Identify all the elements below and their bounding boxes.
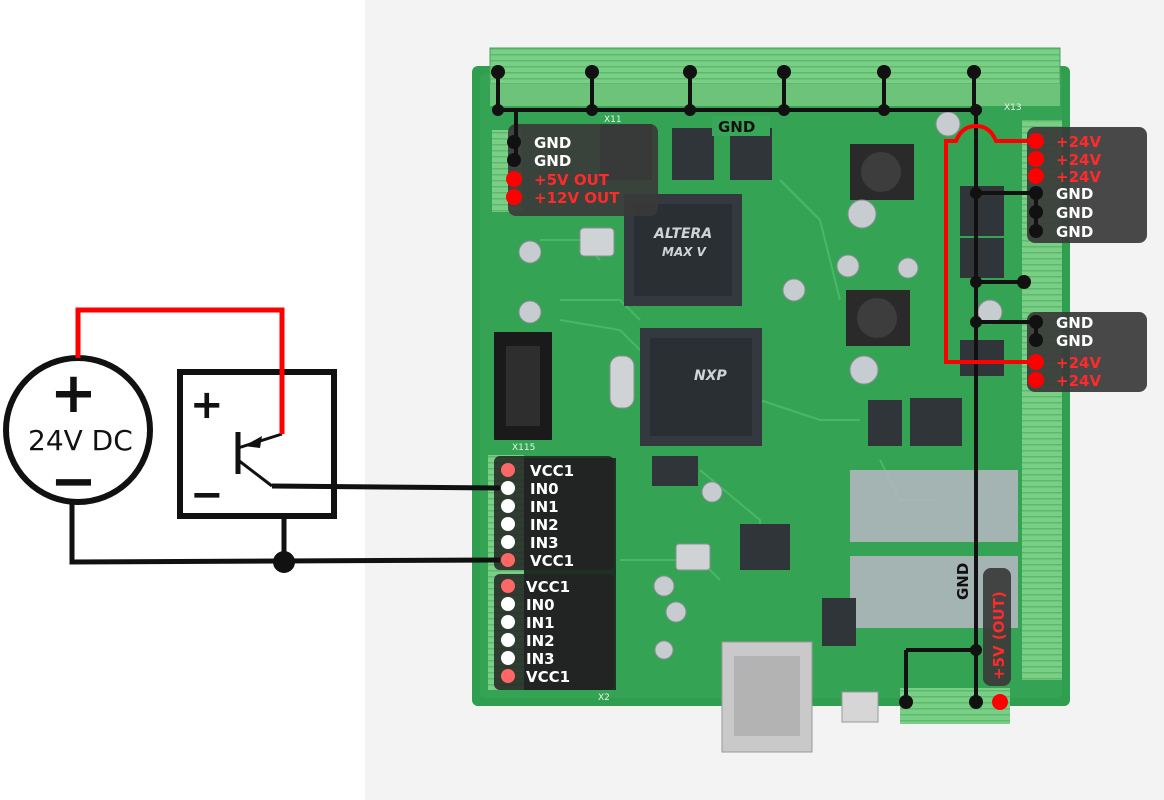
bottom-terminal [900,688,1010,724]
ground-junction [273,551,295,573]
right-mid-label-2: +24V [1056,354,1101,372]
box-header [494,332,552,440]
mcu-brand: NXP [694,368,728,384]
crystals [579,227,711,571]
right-top-label-4: GND [1056,204,1093,222]
input-2-label-3: IN2 [526,632,555,650]
out5v-dot [992,694,1008,710]
right-mid-label-box [1027,312,1147,392]
input-2-label-0: VCC1 [526,578,570,596]
silk-x11: X11 [604,115,622,125]
power-supply-label: 24V DC [28,424,133,457]
right-top-label-1: +24V [1056,151,1101,169]
right-top-labels: +24V +24V +24V GND GND GND [1056,133,1101,241]
right-mid-dots [1028,315,1044,388]
capacitors [518,111,1003,660]
power-supply: 24V DC + − [3,355,153,514]
transistor-arrow [244,436,262,448]
top-gnd-label: GND [718,118,755,136]
left-top-label-box [508,124,658,216]
right-top-label-2: +24V [1056,168,1101,186]
right-top-label-5: GND [1056,223,1093,241]
input-1-label-0: VCC1 [530,462,574,480]
right-top-label-box [1027,127,1147,243]
top-terminal-strip [489,47,1061,106]
right-mid-labels: GND GND +24V +24V [1056,314,1101,390]
input-block-2-dots [501,579,515,683]
left-top-dots [506,135,522,205]
inductors [846,144,914,346]
right-mid-label-1: GND [1056,332,1093,350]
usb-port [841,691,879,723]
right-mid-label-3: +24V [1056,372,1101,390]
input-2-label-2: IN1 [526,614,555,632]
left-top-label-3: +12V OUT [534,189,620,207]
power-supply-plus: + [50,361,97,426]
silk-x2: X2 [598,693,610,703]
out5v-label-box [983,568,1011,686]
sensor-plus: + [190,382,224,428]
input-2-label-4: IN3 [526,650,555,668]
mcu-chip: NXP [640,328,762,446]
left-top-label-2: +5V OUT [534,171,610,189]
input-1-label-2: IN1 [530,498,559,516]
silk-x115: X115 [512,443,535,453]
left-top-label-0: GND [534,134,571,152]
red-24v-wire [944,123,1036,364]
right-top-dots [1028,133,1044,238]
input-block-1-labels: VCC1 IN0 IN1 IN2 IN3 VCC1 [530,462,574,570]
input-block-1-box [494,456,614,570]
right-top-label-3: GND [1056,185,1093,203]
input-block-2-labels: VCC1 IN0 IN1 IN2 IN3 VCC1 [526,578,570,686]
left-top-labels: GND GND +5V OUT +12V OUT [534,134,620,207]
top-gnd-label-bg [712,116,770,136]
silk-x13: X13 [1004,103,1022,113]
input-1-label-1: IN0 [530,480,559,498]
input-block-2-box [494,574,614,690]
input-1-label-5: VCC1 [530,552,574,570]
input-1-label-3: IN2 [530,516,559,534]
vertical-gnd-label: GND [954,563,972,600]
sensor-minus: − [190,472,224,518]
right-top-label-0: +24V [1056,133,1101,151]
right-mid-label-0: GND [1056,314,1093,332]
fpga-family: MAX V [662,245,708,259]
top-rail-dots [491,65,1031,709]
transistor-emitter [237,458,273,488]
input-block-1-dots [501,463,515,567]
fpga-brand: ALTERA [653,226,712,242]
sensor: + − [177,369,337,519]
input-2-label-5: VCC1 [526,668,570,686]
ethernet-jack [721,641,813,753]
input-1-label-4: IN3 [530,534,559,552]
input-2-label-1: IN0 [526,596,555,614]
left-top-label-1: GND [534,152,571,170]
vertical-5v-out-label: +5V (OUT) [990,591,1008,680]
